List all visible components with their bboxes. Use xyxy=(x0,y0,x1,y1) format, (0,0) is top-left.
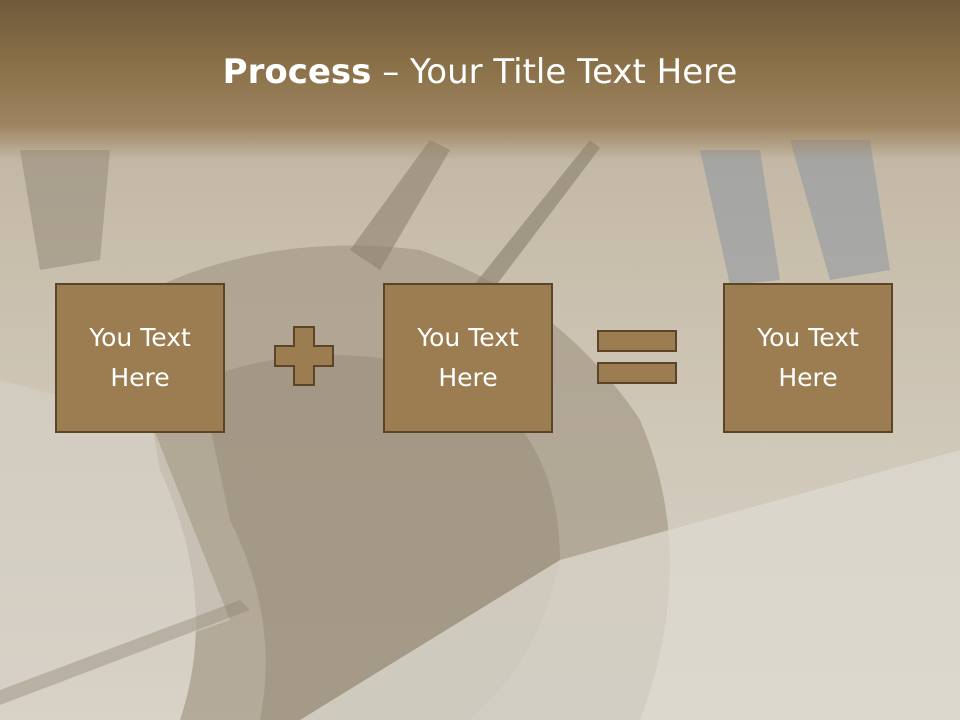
process-box-3[interactable]: You Text Here xyxy=(723,283,893,433)
box-1-text: You Text Here xyxy=(89,323,191,392)
title-text: Your Title Text Here xyxy=(410,52,738,92)
plus-icon xyxy=(274,326,334,386)
slide-title[interactable]: Process – Your Title Text Here xyxy=(0,52,960,92)
process-box-1[interactable]: You Text Here xyxy=(55,283,225,433)
box-2-text: You Text Here xyxy=(417,323,519,392)
equals-icon xyxy=(597,330,677,384)
title-bar xyxy=(0,0,960,160)
process-box-2[interactable]: You Text Here xyxy=(383,283,553,433)
box-3-text: You Text Here xyxy=(757,323,859,392)
title-separator: – xyxy=(371,52,411,92)
title-bold: Process xyxy=(222,52,372,92)
